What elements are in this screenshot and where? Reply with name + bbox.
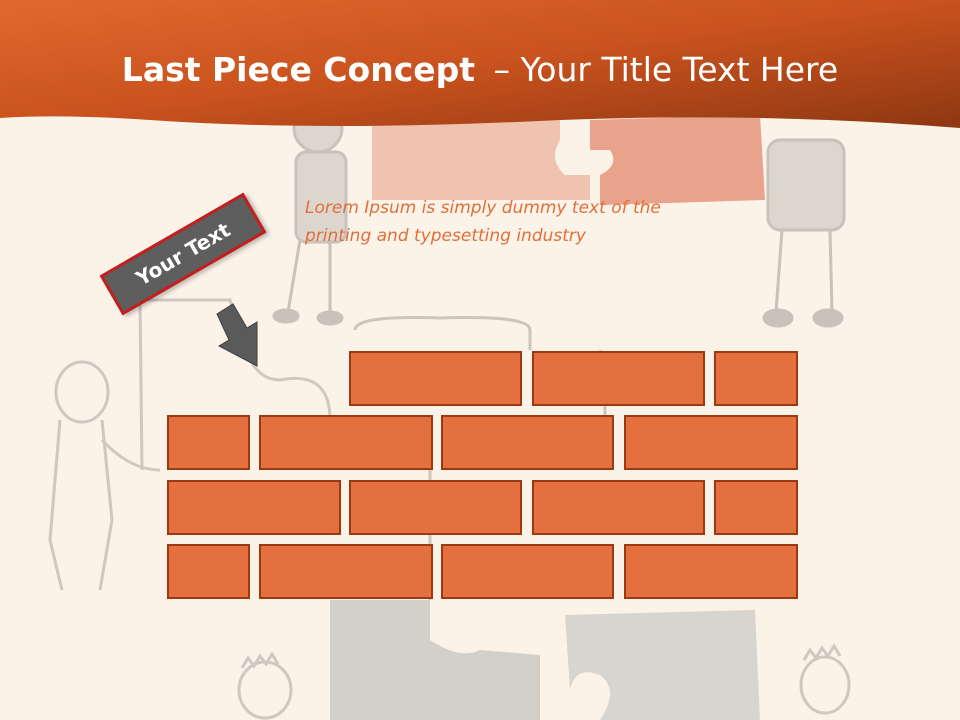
brick [441, 415, 614, 470]
puzzle-piece-top-right [590, 115, 765, 205]
body-text: Lorem Ipsum is simply dummy text of the … [305, 198, 661, 246]
brick [167, 480, 341, 535]
puzzle-piece-bottom-left [330, 600, 540, 720]
brick [624, 415, 798, 470]
brick [624, 544, 798, 599]
brick [349, 480, 522, 535]
person-top-right [762, 138, 846, 328]
title-bold: Last Piece Concept [121, 50, 476, 89]
person-bottom-right [799, 643, 851, 715]
down-arrow-icon [216, 303, 258, 367]
slide-title: Last Piece Concept – Your Title Text Her… [0, 50, 960, 89]
brick [259, 415, 433, 470]
brick [167, 544, 250, 599]
puzzle-piece-top-left [372, 105, 590, 200]
title-rest: – Your Title Text Here [493, 50, 839, 89]
header-band [0, 0, 960, 128]
brick [441, 544, 614, 599]
brick [532, 351, 705, 406]
brick [714, 351, 798, 406]
person-bottom-left [237, 651, 293, 720]
puzzle-piece-bottom-right [565, 610, 760, 720]
brick [349, 351, 522, 406]
brick [714, 480, 798, 535]
brick [259, 544, 433, 599]
brick [532, 480, 705, 535]
brick [167, 415, 250, 470]
